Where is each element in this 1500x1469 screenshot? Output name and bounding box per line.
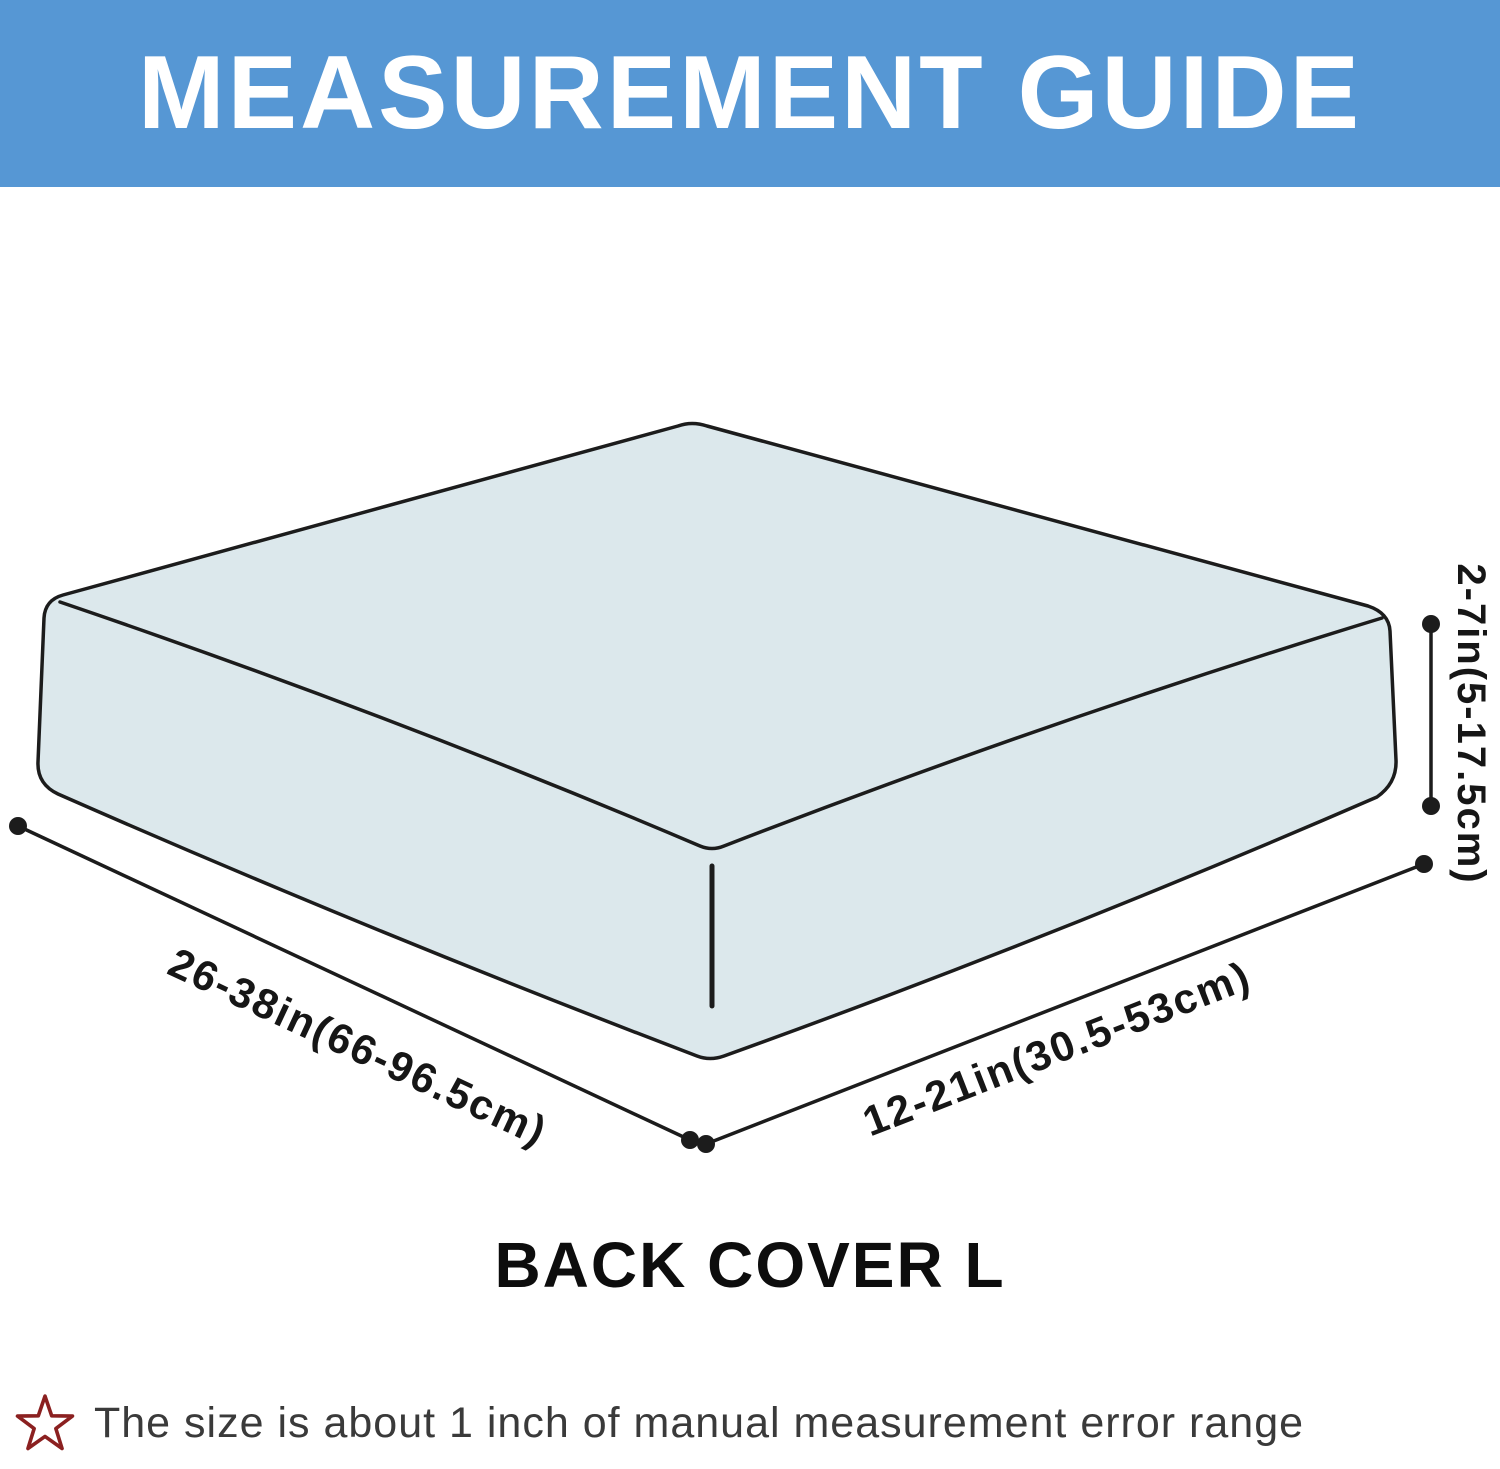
height-measure-label: 2-7in(5-17.5cm)	[1449, 563, 1493, 884]
cushion-body	[36, 421, 1398, 1061]
height-measure: 2-7in(5-17.5cm)	[1422, 563, 1493, 885]
page-title: MEASUREMENT GUIDE	[138, 35, 1362, 151]
height-measure-dot-top	[1422, 615, 1440, 633]
star-icon	[15, 1394, 75, 1451]
height-measure-dot-bottom	[1422, 797, 1440, 815]
header-banner: MEASUREMENT GUIDE	[0, 0, 1500, 187]
depth-measure-dot-start	[697, 1135, 715, 1153]
width-measure-line	[17, 824, 691, 1142]
width-measure-dot-start	[9, 817, 27, 835]
width-measure-dot-end	[681, 1131, 699, 1149]
footnote-text: The size is about 1 inch of manual measu…	[94, 1398, 1305, 1447]
cushion-top-edge-lines	[58, 600, 1384, 851]
footnote: The size is about 1 inch of manual measu…	[14, 1392, 1500, 1454]
depth-measure-line	[705, 862, 1425, 1146]
product-caption: BACK COVER L	[494, 1229, 1006, 1301]
depth-measure-dot-end	[1415, 855, 1433, 873]
cushion-diagram: 26-38in(66-96.5cm) 12-21in(30.5-53cm) 2-…	[9, 421, 1493, 1155]
